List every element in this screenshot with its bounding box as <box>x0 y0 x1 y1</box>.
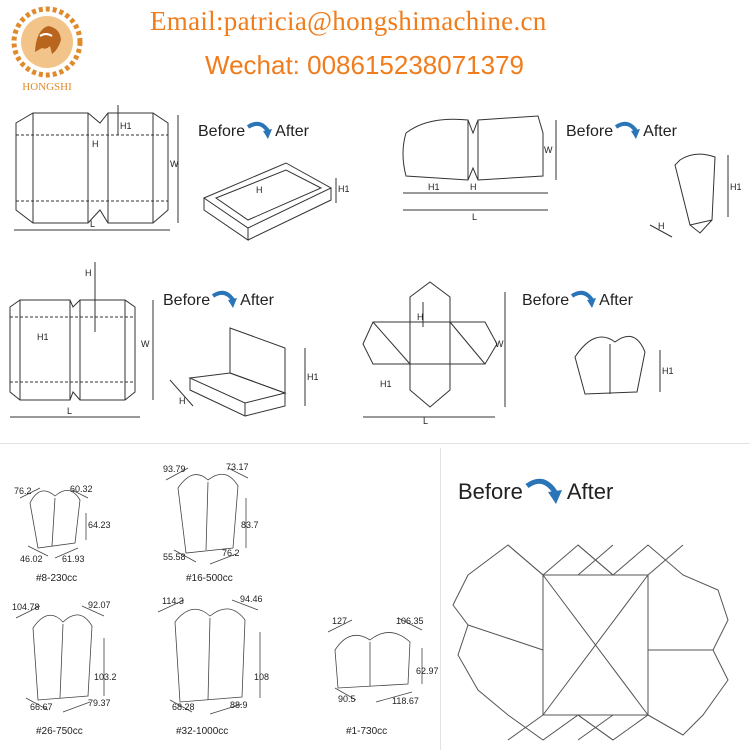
divider <box>440 448 441 750</box>
dim: 93.79 <box>163 464 186 474</box>
after-text: After <box>275 123 309 141</box>
before-after-label: Before After <box>522 290 633 312</box>
dim: 62.97 <box>416 666 439 676</box>
dim: 79.37 <box>88 698 111 708</box>
label: H <box>470 182 477 192</box>
pail-box-8: 76.2 60.32 64.23 46.02 61.93 <box>14 484 110 564</box>
label: H1 <box>380 379 392 389</box>
label: H <box>256 185 263 195</box>
curved-arrow-icon <box>525 478 562 504</box>
box-caption: #1-730cc <box>346 726 388 737</box>
box-caption: #32-1000cc <box>176 726 229 737</box>
curved-arrow-icon <box>212 290 238 308</box>
dim: 127 <box>332 616 347 626</box>
contact-wechat: Wechat: 008615238071379 <box>205 50 525 80</box>
label: L <box>472 212 477 222</box>
before-text: Before <box>163 292 211 310</box>
label: H <box>179 396 186 406</box>
dim: 76.2 <box>14 486 32 496</box>
label: H1 <box>120 121 132 131</box>
pail-box-32: 114.3 94.46 108 68.28 88.9 <box>157 594 269 715</box>
before-text: Before <box>522 292 570 310</box>
cup-folded: H1 H <box>649 153 742 238</box>
diagram-pail-unfolded: H W H1 L <box>362 281 506 426</box>
dim: 118.67 <box>392 696 419 706</box>
after-text: After <box>643 123 677 141</box>
label: H1 <box>307 372 319 382</box>
label: H <box>92 139 99 149</box>
before-after-label: Before After <box>163 290 274 312</box>
dim: 64.23 <box>88 520 110 530</box>
after-text: After <box>599 292 633 310</box>
pail-box-1: 127 106.35 62.97 90.5 118.67 <box>327 616 439 706</box>
tray-folded: H1 H <box>202 162 350 241</box>
label: H1 <box>662 366 674 376</box>
dim: 55.58 <box>163 552 186 562</box>
before-text: Before <box>198 123 246 141</box>
pail-folded: H1 <box>574 335 674 395</box>
dim: 92.07 <box>88 600 111 610</box>
hongshi-logo: HONGSHI <box>11 6 83 93</box>
box-caption: #16-500cc <box>186 573 233 584</box>
dim: 46.02 <box>20 554 43 564</box>
divider <box>0 443 750 444</box>
dim: 68.28 <box>172 702 195 712</box>
before-after-label: Before After <box>458 478 613 508</box>
curved-arrow-icon <box>571 290 597 308</box>
diagram-tray-unfolded: H1 H W L <box>14 105 179 231</box>
label: H1 <box>730 182 742 192</box>
before-after-label: Before After <box>566 121 677 143</box>
dim: 73.17 <box>226 462 249 472</box>
before-after-label: Before After <box>198 121 309 143</box>
label: H <box>85 268 92 278</box>
dim: 108 <box>254 672 269 682</box>
dim: 61.93 <box>62 554 85 564</box>
label: H1 <box>37 332 49 342</box>
before-text: Before <box>566 123 614 141</box>
pail-box-26: 104.78 92.07 103.2 66.67 79.37 <box>12 600 117 713</box>
dim: 104.78 <box>12 602 40 612</box>
label: W <box>141 339 150 349</box>
dim: 106.35 <box>396 616 424 626</box>
label: W <box>544 145 553 155</box>
label: L <box>423 416 428 426</box>
curved-arrow-icon <box>247 121 273 139</box>
dim: 83.7 <box>241 520 259 530</box>
dim: 66.67 <box>30 702 53 712</box>
clamshell-folded: H1 H <box>169 327 319 417</box>
label: W <box>495 339 504 349</box>
dim: 76.2 <box>222 548 240 558</box>
contact-email: Email:patricia@hongshimachine.cn <box>150 6 547 36</box>
pail-flat-pattern <box>452 544 729 741</box>
dim: 60.32 <box>70 484 93 494</box>
dim: 103.2 <box>94 672 117 682</box>
dim: 88.9 <box>230 700 248 710</box>
box-caption: #8-230cc <box>36 573 78 584</box>
pail-box-16: 93.79 73.17 83.7 55.58 76.2 <box>163 462 259 565</box>
curved-arrow-icon <box>615 121 641 139</box>
dim: 114.3 <box>162 596 184 606</box>
after-text: After <box>240 292 274 310</box>
header: HONGSHI Email:patricia@hongshimachine.cn… <box>0 0 750 100</box>
label: H <box>658 221 665 231</box>
label: H1 <box>428 182 440 192</box>
diagram-clamshell-unfolded: H H1 W L <box>9 262 154 418</box>
label: L <box>90 219 95 229</box>
label: H1 <box>338 184 350 194</box>
dim: 94.46 <box>240 594 263 604</box>
logo-text: HONGSHI <box>22 81 72 93</box>
dim: 90.5 <box>338 694 356 704</box>
after-text: After <box>566 478 614 504</box>
label: W <box>170 159 179 169</box>
diagram-cup-unfolded: W H1 H L <box>402 115 557 222</box>
before-text: Before <box>458 478 523 504</box>
label: L <box>67 406 72 416</box>
label: H <box>417 312 424 322</box>
box-caption: #26-750cc <box>36 726 83 737</box>
